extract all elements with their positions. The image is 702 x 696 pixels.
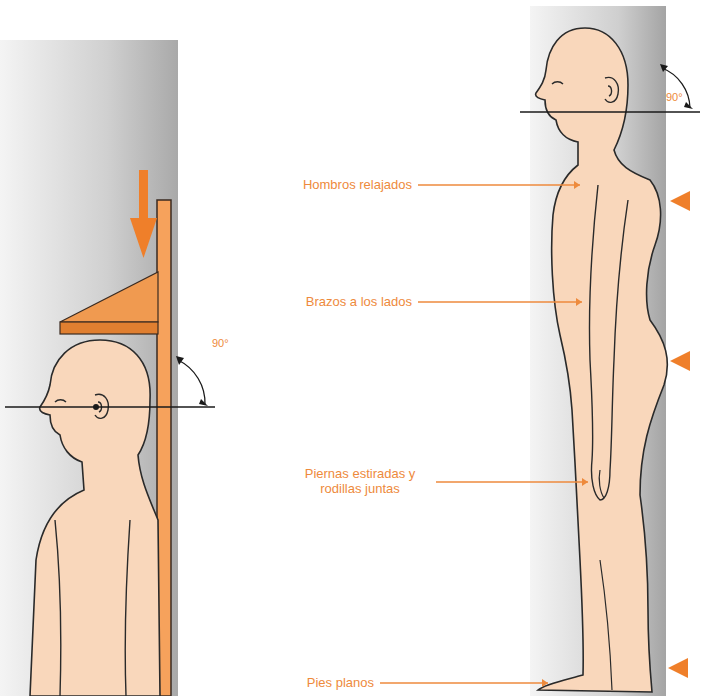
leg-line <box>600 560 612 690</box>
angle-label: 90° <box>212 336 229 351</box>
leader-heads <box>542 181 588 687</box>
posture-label: Hombros relajados <box>303 177 412 192</box>
angle-arrowheads <box>660 64 693 109</box>
arm <box>589 185 628 500</box>
posture-label: Piernas estiradas y rodillas juntas <box>290 466 430 496</box>
posture-label: Pies planos <box>307 675 374 690</box>
contact-marker <box>668 658 688 678</box>
leader-line <box>418 184 580 186</box>
posture-label: Brazos a los lados <box>306 294 412 309</box>
leader-line <box>418 301 582 303</box>
angle-arc <box>178 360 205 405</box>
angle-arc <box>662 68 690 108</box>
body-figure <box>536 28 668 692</box>
ear-point <box>93 404 99 410</box>
arrow-shaft <box>139 170 148 220</box>
eye <box>552 82 563 84</box>
ear <box>605 77 618 102</box>
headpiece <box>60 272 158 322</box>
head-figure <box>30 340 160 696</box>
leader-line <box>380 682 548 684</box>
frankfort-line <box>5 406 215 408</box>
contact-marker <box>670 191 690 211</box>
arms <box>55 520 130 696</box>
leader-line <box>436 481 588 483</box>
frankfort-line <box>520 111 700 113</box>
eye <box>55 400 66 402</box>
wall <box>0 40 178 696</box>
hand <box>599 470 604 498</box>
contact-marker <box>670 351 690 371</box>
headpiece-base <box>60 322 158 334</box>
angle-label: 90° <box>666 90 683 105</box>
arrow-head <box>130 218 157 258</box>
angle-arrowheads <box>176 356 208 406</box>
